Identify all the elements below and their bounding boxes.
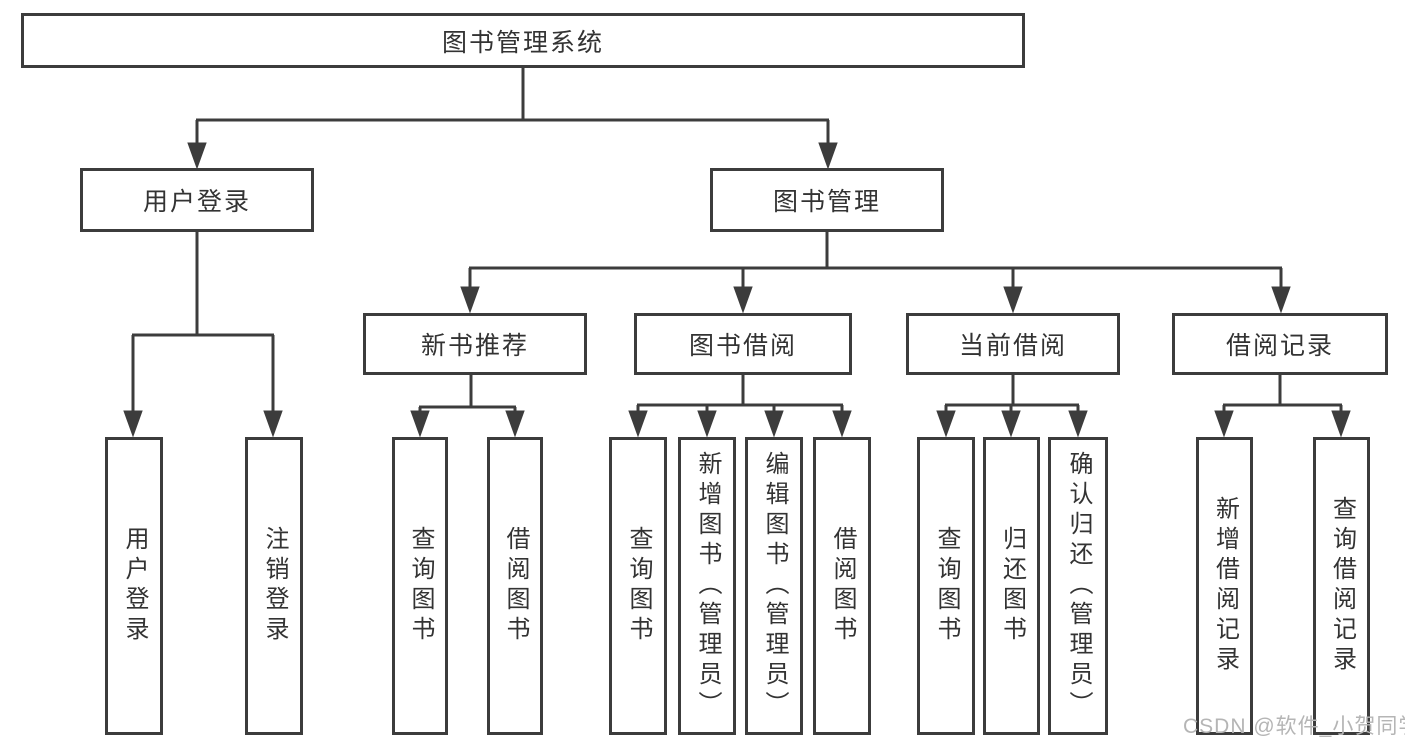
node-new-book-recommend: 新书推荐 bbox=[363, 313, 587, 375]
leaf-label: 借阅图书 bbox=[502, 526, 529, 646]
leaf-label: 查询图书 bbox=[933, 526, 960, 646]
node-current-borrowing: 当前借阅 bbox=[906, 313, 1120, 375]
leaf-return-books: 归还图书 bbox=[983, 437, 1040, 735]
arrowheads bbox=[123, 142, 1351, 438]
leaf-borrow-books-borrowing: 借阅图书 bbox=[813, 437, 871, 735]
node-user-login: 用户登录 bbox=[80, 168, 314, 232]
leaf-edit-book-admin: 编辑图书（管理员） bbox=[745, 437, 803, 735]
node-label: 图书借阅 bbox=[688, 332, 797, 360]
leaf-label: 新增借阅记录 bbox=[1211, 496, 1239, 676]
node-library-management-system: 图书管理系统 bbox=[21, 13, 1025, 68]
node-label: 新书推荐 bbox=[420, 332, 529, 360]
leaf-query-books-borrowing: 查询图书 bbox=[609, 437, 667, 735]
node-label: 借阅记录 bbox=[1225, 332, 1334, 360]
leaf-label: 查询图书 bbox=[407, 526, 434, 646]
leaf-query-books-current: 查询图书 bbox=[917, 437, 975, 735]
leaf-logout: 注销登录 bbox=[245, 437, 303, 735]
leaf-label: 查询图书 bbox=[625, 526, 652, 646]
node-book-management: 图书管理 bbox=[710, 168, 944, 232]
leaf-label: 确认归还（管理员） bbox=[1065, 451, 1092, 721]
leaf-label: 查询借阅记录 bbox=[1328, 496, 1356, 676]
leaf-label: 编辑图书（管理员） bbox=[761, 451, 788, 721]
leaf-borrow-books-recommend: 借阅图书 bbox=[487, 437, 543, 735]
node-label: 图书管理 bbox=[772, 188, 881, 216]
leaf-label: 注销登录 bbox=[261, 526, 288, 646]
node-label: 用户登录 bbox=[142, 188, 251, 216]
leaf-query-books-recommend: 查询图书 bbox=[392, 437, 448, 735]
node-book-borrowing: 图书借阅 bbox=[634, 313, 852, 375]
leaf-query-borrow-record: 查询借阅记录 bbox=[1313, 437, 1370, 735]
leaf-label: 借阅图书 bbox=[829, 526, 856, 646]
leaf-add-borrow-record: 新增借阅记录 bbox=[1196, 437, 1253, 735]
leaf-confirm-return-admin: 确认归还（管理员） bbox=[1048, 437, 1108, 735]
leaf-label: 归还图书 bbox=[998, 526, 1026, 646]
node-label: 当前借阅 bbox=[958, 332, 1067, 360]
leaf-label: 用户登录 bbox=[121, 526, 148, 646]
leaf-add-book-admin: 新增图书（管理员） bbox=[678, 437, 736, 735]
node-borrowing-records: 借阅记录 bbox=[1172, 313, 1388, 375]
leaf-label: 新增图书（管理员） bbox=[694, 451, 721, 721]
leaf-user-login: 用户登录 bbox=[105, 437, 163, 735]
node-label: 图书管理系统 bbox=[441, 28, 604, 57]
csdn-watermark: CSDN @软件_小贺同学 bbox=[1183, 715, 1405, 738]
